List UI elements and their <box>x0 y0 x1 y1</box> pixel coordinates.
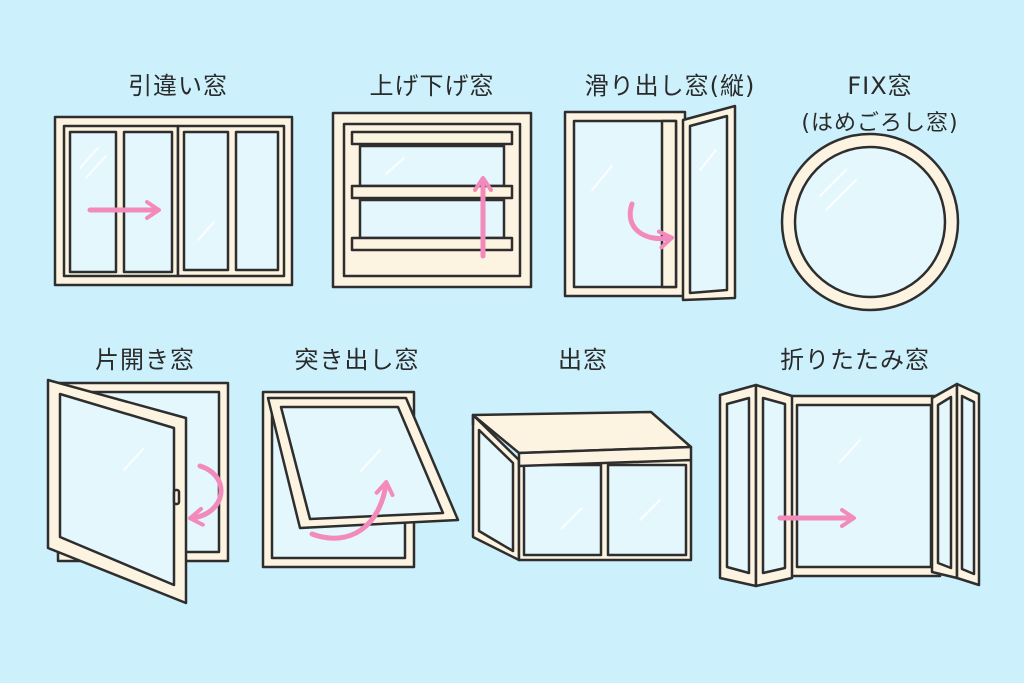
arrow-awning-push <box>309 480 395 541</box>
label-fix-window-main: FIX窓 <box>847 72 913 100</box>
fix-window <box>780 132 960 312</box>
motion-arrows <box>87 176 856 541</box>
label-fix-window: FIX窓 (はめごろし窓) <box>801 66 958 137</box>
label-hinged-window: 片開き窓 <box>95 346 195 374</box>
label-double-hung-window: 上げ下げ窓 <box>369 72 495 100</box>
folding-window <box>718 382 981 588</box>
arrow-hinged-swing <box>188 463 224 527</box>
label-folding-window: 折りたたみ窓 <box>780 346 930 374</box>
label-fix-window-sub: (はめごろし窓) <box>801 111 959 136</box>
casement-window <box>563 104 737 302</box>
glass-reflections <box>79 147 861 529</box>
arrow-casement-swing <box>627 201 674 250</box>
label-casement-window: 滑り出し窓(縦) <box>584 72 756 100</box>
hinged-window <box>46 378 230 605</box>
sliding-window <box>53 115 294 287</box>
label-bay-window: 出窓 <box>558 346 608 374</box>
double-hung-window <box>331 111 533 289</box>
awning-window <box>261 390 460 569</box>
label-sliding-window: 引違い窓 <box>128 72 228 100</box>
bay-window <box>471 410 693 562</box>
label-awning-window: 突き出し窓 <box>294 346 420 374</box>
